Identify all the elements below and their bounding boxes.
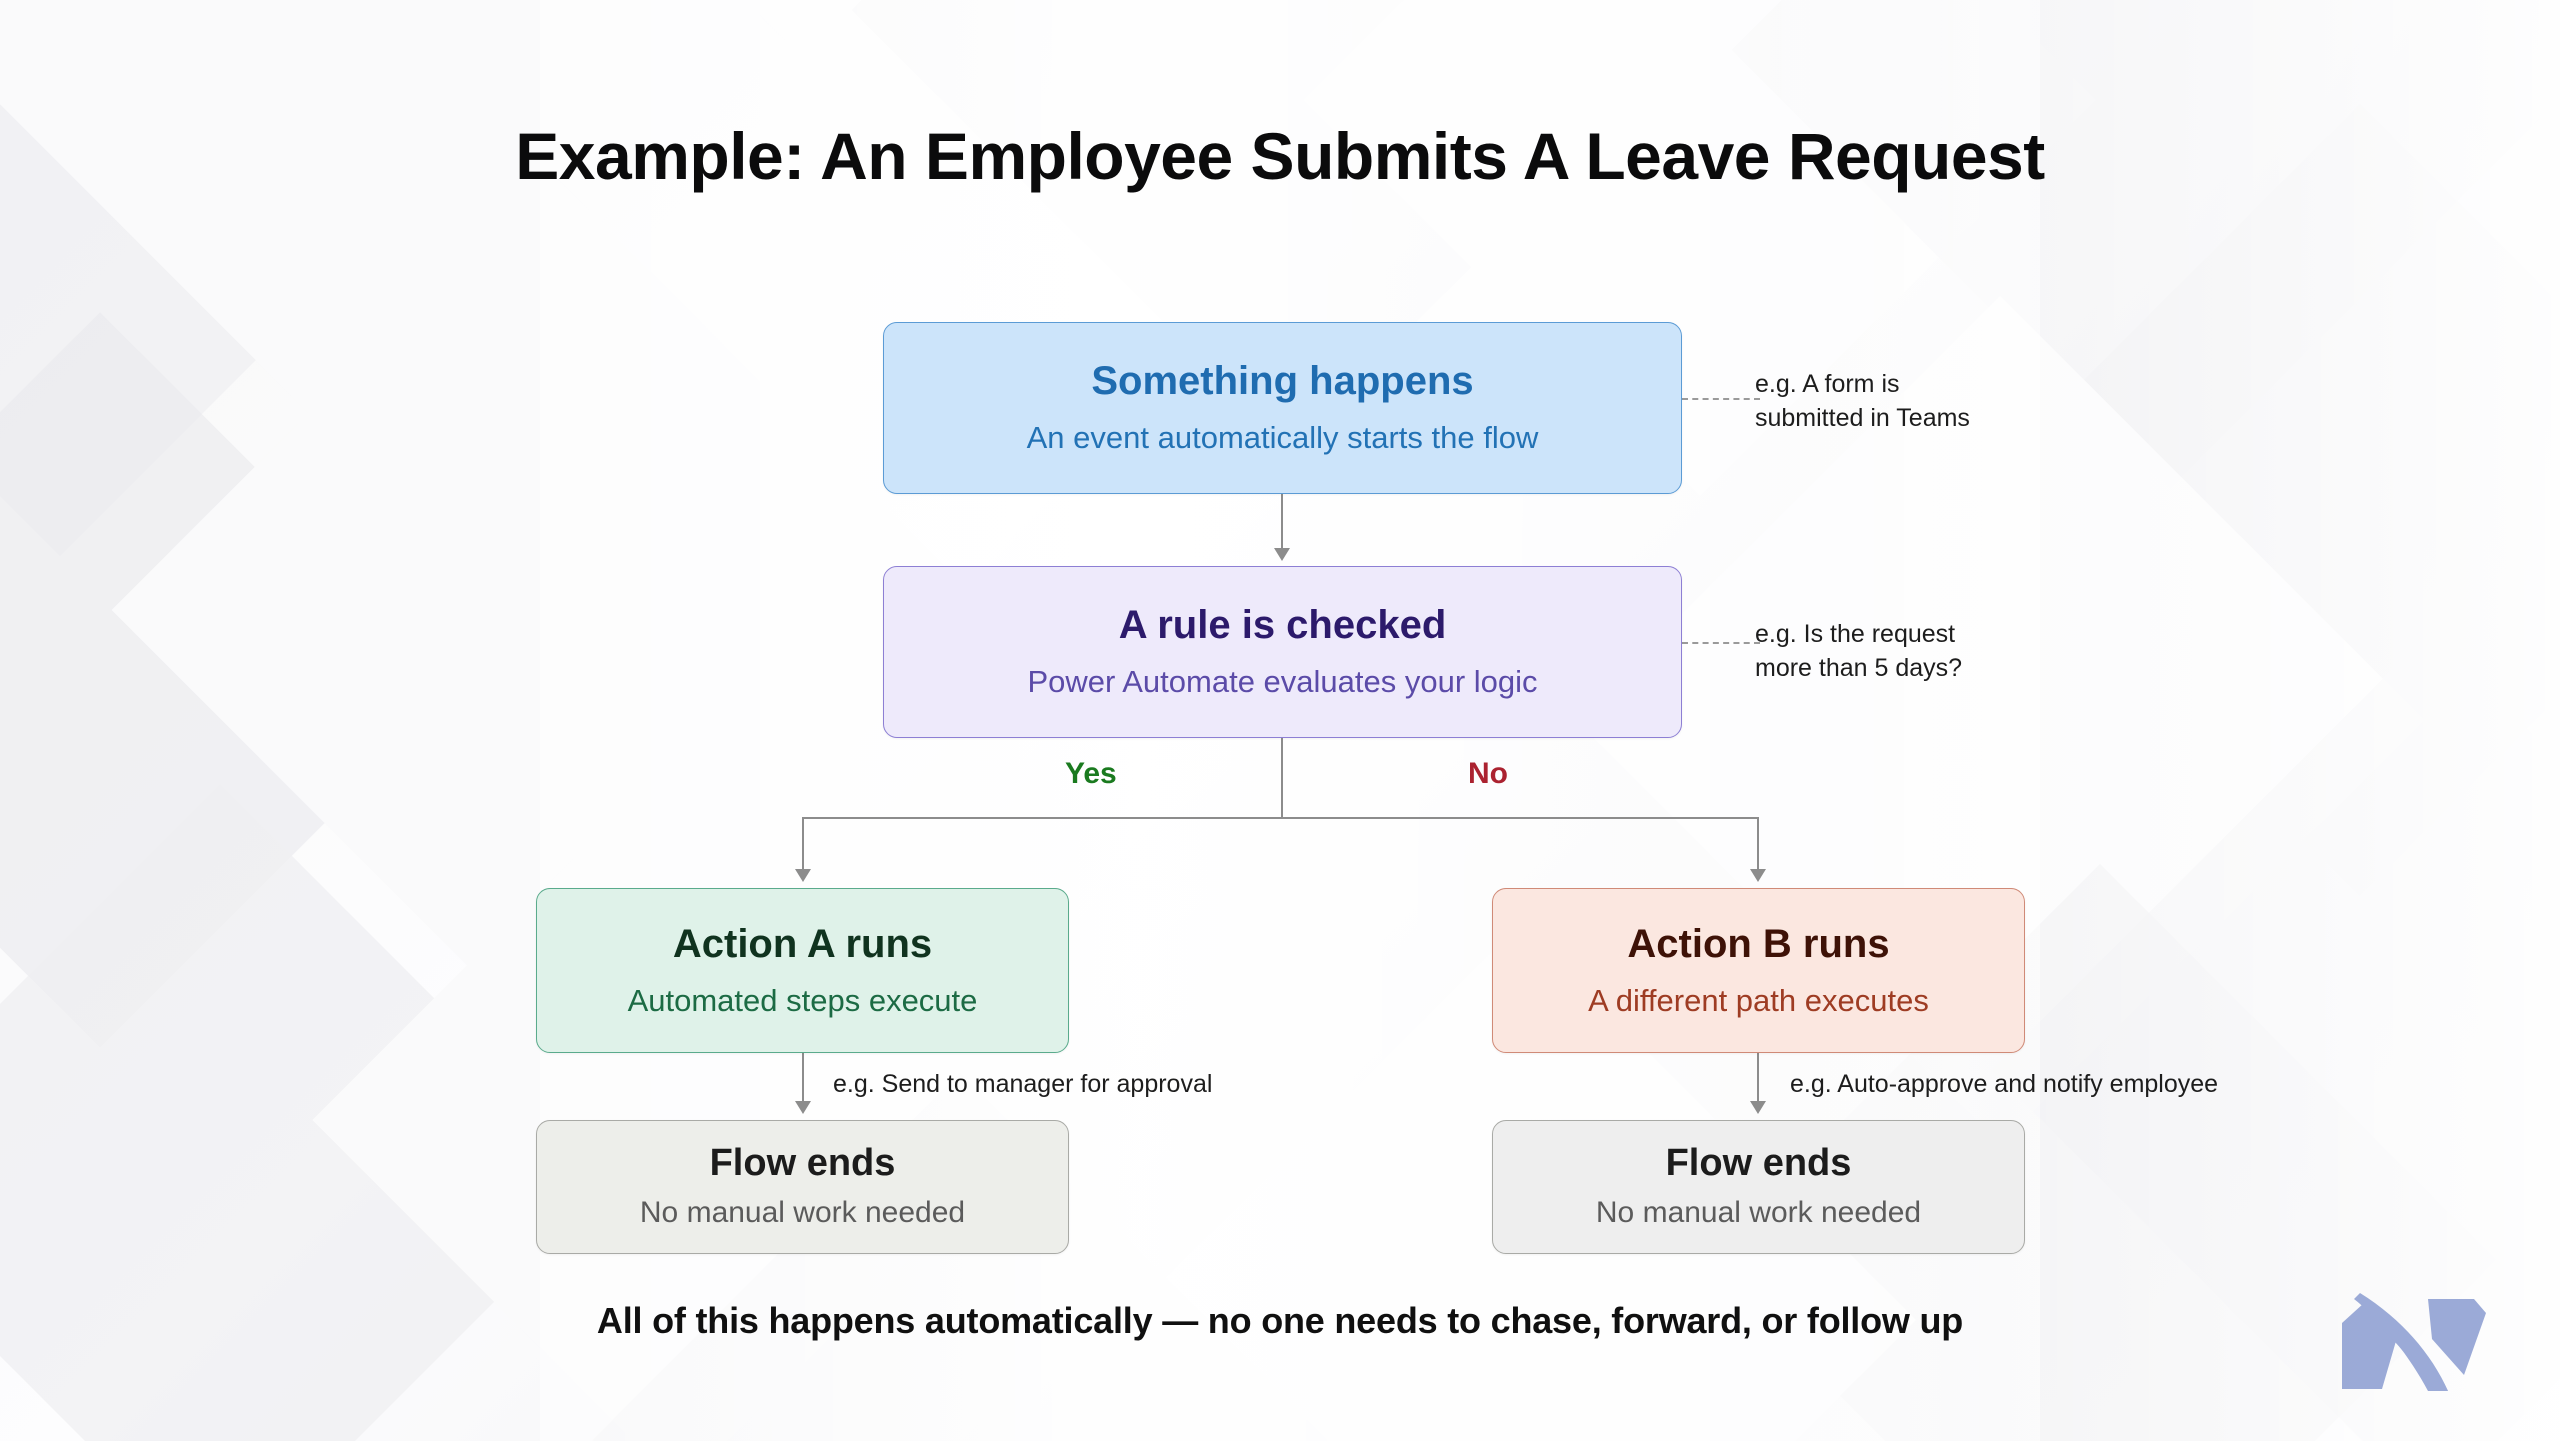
connector-action-a-to-end [802,1053,804,1103]
flow-node-end-left-subtitle: No manual work needed [639,1195,966,1229]
flow-node-action-b[interactable]: Action B runs A different path executes [1492,888,2025,1053]
footer-statement: All of this happens automatically — no o… [596,1300,1964,1341]
arrowhead-action-a [795,869,811,882]
nexus-chevron-logo-icon [2342,1293,2486,1391]
flow-node-end-left-title: Flow ends [709,1142,896,1185]
branch-label-yes: Yes [1065,757,1117,790]
flow-node-end-right-subtitle: No manual work needed [1595,1195,1922,1229]
connector-action-b-to-end [1757,1053,1759,1103]
leader-trigger-callout [1682,398,1760,400]
connector-branch-bar [802,817,1759,819]
callout-condition: e.g. Is the request more than 5 days? [1755,620,1963,682]
flow-node-action-a-subtitle: Automated steps execute [627,982,978,1018]
flow-node-end-right-title: Flow ends [1665,1142,1852,1185]
flow-node-end-right[interactable]: Flow ends No manual work needed [1492,1120,2025,1254]
flow-node-trigger-title: Something happens [1091,359,1474,404]
leader-condition-callout [1682,642,1760,644]
connector-trigger-to-condition [1281,494,1283,550]
callout-trigger: e.g. A form is submitted in Teams [1755,370,1970,432]
arrowhead-end-right [1750,1101,1766,1114]
arrowhead-action-b [1750,869,1766,882]
flow-node-condition[interactable]: A rule is checked Power Automate evaluat… [883,566,1682,738]
flow-node-action-a[interactable]: Action A runs Automated steps execute [536,888,1069,1053]
flow-node-end-left[interactable]: Flow ends No manual work needed [536,1120,1069,1254]
flow-node-condition-title: A rule is checked [1118,603,1447,648]
branch-label-no: No [1468,757,1508,790]
flow-node-trigger-subtitle: An event automatically starts the flow [1026,420,1539,456]
connector-branch-left-drop [802,817,804,871]
connector-branch-right-drop [1757,817,1759,871]
arrowhead-end-left [795,1101,811,1114]
flow-node-condition-subtitle: Power Automate evaluates your logic [1027,664,1538,700]
edge-label-action-a-to-end: e.g. Send to manager for approval [833,1070,1213,1098]
edge-label-action-b-to-end: e.g. Auto-approve and notify employee [1790,1070,2219,1098]
arrowhead-condition [1274,548,1290,561]
flow-node-action-b-title: Action B runs [1627,921,1890,966]
connector-condition-stem [1281,738,1283,818]
flow-node-action-a-title: Action A runs [672,921,933,966]
page-title: Example: An Employee Submits A Leave Req… [515,119,2045,193]
flow-node-trigger[interactable]: Something happens An event automatically… [883,322,1682,494]
flow-node-action-b-subtitle: A different path executes [1588,982,1929,1018]
